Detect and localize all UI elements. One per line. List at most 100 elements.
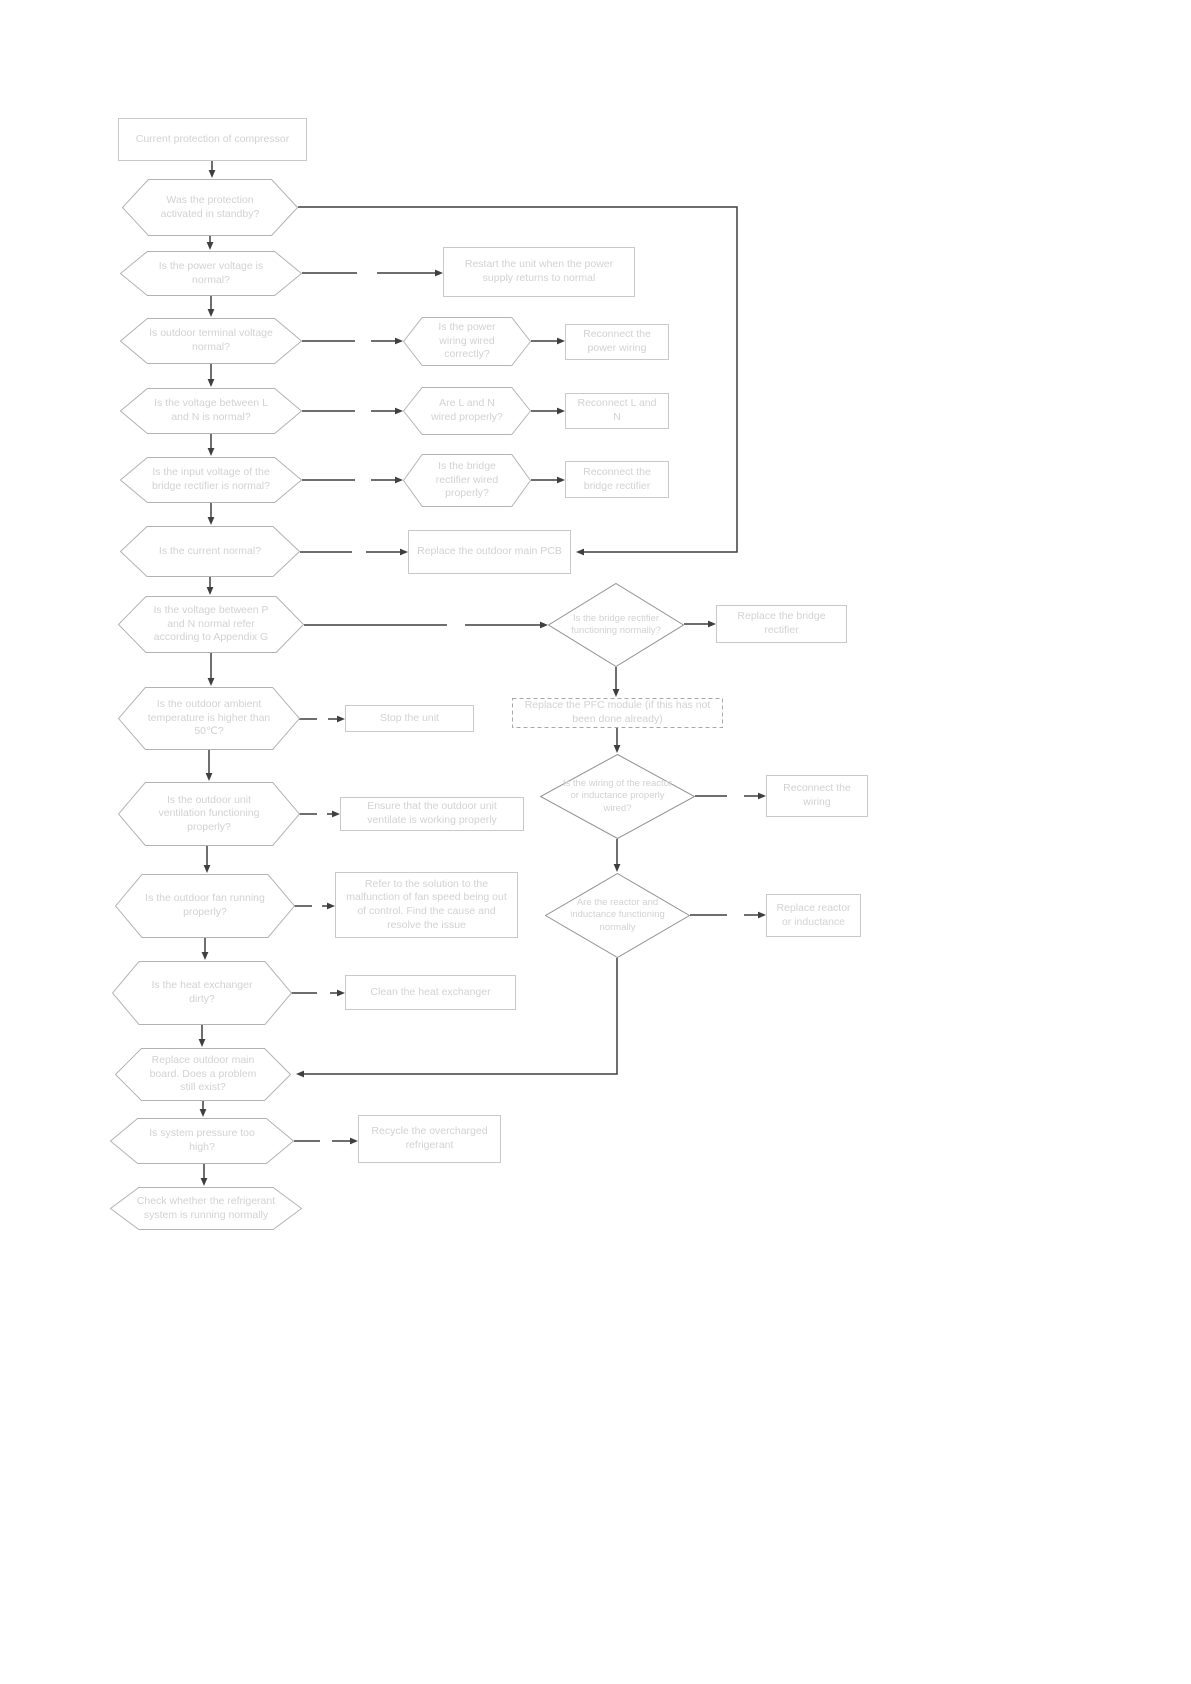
node-label: Is the voltage between L and N is normal… [154,397,268,423]
arrowhead-icon [206,242,214,250]
hex-shape [110,1187,302,1230]
rect-shape [408,530,571,574]
connector-14 [298,206,738,553]
arrowhead-icon [207,379,215,387]
hex-shape [120,457,302,503]
node-input-voltage-bridge-rectifier-normal: Is the input voltage of the bridge recti… [120,457,302,503]
node-check-refrigerant-system: Check whether the refrigerant system is … [110,1187,302,1230]
arrowhead-icon [201,952,209,960]
arrowhead-icon [557,407,565,415]
arrowhead-icon [332,810,340,818]
arrowhead-icon [557,476,565,484]
node-label: Reconnect the wiring [783,782,851,808]
node-label: Current protection of compressor [135,132,290,145]
hex-shape [403,454,531,507]
node-label: Is the heat exchanger dirty? [151,979,253,1005]
node-outdoor-ventilation-functioning: Is the outdoor unit ventilation function… [118,782,300,846]
node-label: Replace the bridge rectifier [737,610,826,636]
node-ensure-ventilate-working: Ensure that the outdoor unit ventilate i… [340,797,524,831]
arrowhead-icon [207,517,215,525]
node-label: Is the power voltage is normal? [158,259,264,286]
node-power-voltage-normal: Is the power voltage is normal? [120,251,302,296]
node-label: Stop the unit [380,711,439,724]
arrowhead-icon [557,337,565,345]
rect-shape [118,118,307,161]
arrowhead-icon [200,1178,208,1186]
arrowhead-icon [205,773,213,781]
node-label: Is the outdoor fan running properly? [145,892,265,918]
arrowhead-icon [206,587,214,595]
node-reactor-inductance-properly-wired: Is the wiring of the reactor or inductan… [540,754,695,839]
arrowhead-icon [208,170,216,178]
node-label: Replace the outdoor main PCB [417,545,562,558]
node-label: Was the protection activated in standby? [160,193,260,220]
node-label: Replace outdoor main board. Does a probl… [149,1054,257,1094]
rect-shape [766,775,868,817]
node-label: Ensure that the outdoor unit ventilate i… [367,800,497,826]
node-heat-exchanger-dirty: Is the heat exchanger dirty? [112,961,292,1025]
hex-shape [118,596,304,653]
arrowhead-icon [395,407,403,415]
arrowhead-icon [708,620,716,628]
arrowhead-icon [207,678,215,686]
node-restart-unit: Restart the unit when the power supply r… [443,247,635,297]
node-reconnect-power-wiring: Reconnect the power wiring [565,324,669,360]
arrowhead-icon [327,902,335,910]
node-label: Is outdoor terminal voltage normal? [149,327,273,353]
rect-dashed-shape [512,698,723,728]
node-clean-heat-exchanger: Clean the heat exchanger [345,975,516,1010]
node-voltage-l-n-normal: Is the voltage between L and N is normal… [120,388,302,434]
node-label: Is the outdoor unit ventilation function… [158,793,260,833]
arrowhead-icon [758,911,766,919]
arrowhead-icon [612,689,620,697]
node-outdoor-terminal-voltage-normal: Is outdoor terminal voltage normal? [120,318,302,364]
arrowhead-icon [613,745,621,753]
hex-shape [110,1118,294,1164]
node-voltage-p-n-normal: Is the voltage between P and N normal re… [118,596,304,653]
node-label: Restart the unit when the power supply r… [464,258,614,284]
node-replace-outdoor-main-pcb: Replace the outdoor main PCB [408,530,571,574]
node-replace-outdoor-main-board: Replace outdoor main board. Does a probl… [115,1048,291,1101]
node-label: Are L and N wired properly? [431,397,503,423]
hex-shape [115,1048,291,1101]
arrowhead-icon [435,269,443,277]
arrowhead-icon [350,1137,358,1145]
node-outdoor-ambient-temp-high: Is the outdoor ambient temperature is hi… [118,687,300,750]
node-label: Is the current normal? [158,544,262,557]
node-replace-pfc-module: Replace the PFC module (if this has not … [512,698,723,728]
node-label: Reconnect the bridge rectifier [583,465,651,492]
node-replace-bridge-rectifier: Replace the bridge rectifier [716,605,847,643]
diamond-shape [545,873,690,958]
arrowhead-icon [400,548,408,556]
node-reconnect-l-n: Reconnect L and N [565,393,669,429]
node-bridge-rectifier-functioning: Is the bridge rectifier functioning norm… [548,583,684,667]
rect-shape [358,1115,501,1163]
arrowhead-icon [203,865,211,873]
node-reconnect-bridge-rectifier: Reconnect the bridge rectifier [565,461,669,498]
hex-shape [403,387,531,435]
node-label: Are the reactor and inductance functioni… [570,896,665,933]
node-label: Refer to the solution to the malfunction… [346,877,507,931]
node-label: Reconnect the power wiring [583,328,651,354]
arrowhead-icon [395,337,403,345]
node-current-normal: Is the current normal? [120,526,300,577]
arrowhead-icon [758,792,766,800]
node-reactor-inductance-functioning: Are the reactor and inductance functioni… [545,873,690,958]
node-power-wiring-wired-correctly: Is the power wiring wired correctly? [403,317,531,366]
node-bridge-rectifier-wired-properly: Is the bridge rectifier wired properly? [403,454,531,507]
node-start: Current protection of compressor [118,118,307,161]
arrowhead-icon [199,1109,207,1117]
node-label: Is the power wiring wired correctly? [438,321,496,361]
rect-shape [345,705,474,732]
hex-shape [118,782,300,846]
node-label: Clean the heat exchanger [370,985,491,998]
rect-shape [340,797,524,831]
arrowhead-icon [207,309,215,317]
arrowhead-icon [613,864,621,872]
rect-shape [565,393,669,429]
node-label: Is the outdoor ambient temperature is hi… [147,698,271,738]
node-l-n-wired-properly: Are L and N wired properly? [403,387,531,435]
node-outdoor-fan-running: Is the outdoor fan running properly? [115,874,295,938]
node-label: Replace the PFC module (if this has not … [524,699,711,725]
